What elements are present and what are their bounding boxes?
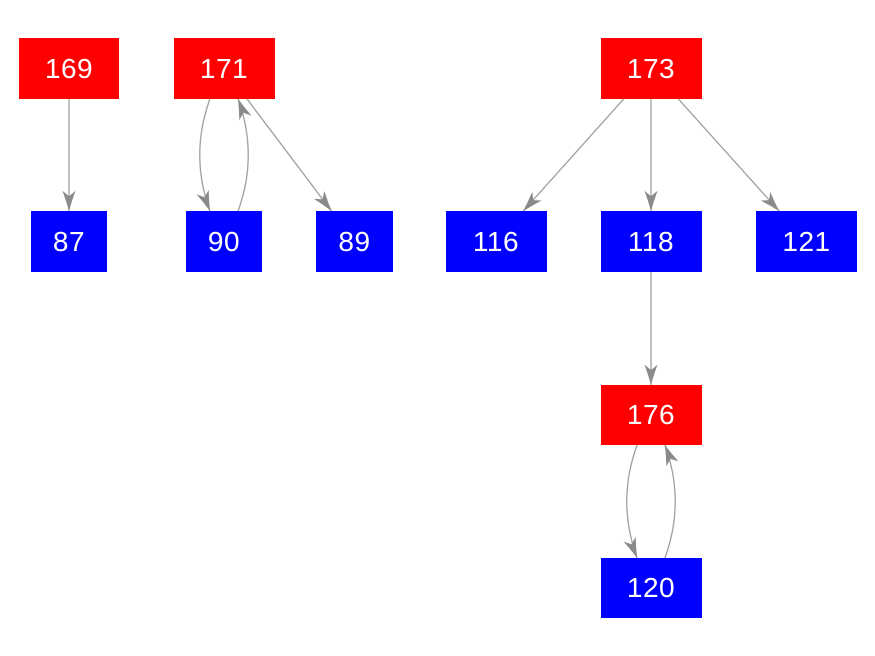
graph-node-89: 89 bbox=[316, 211, 393, 272]
node-label: 171 bbox=[199, 52, 249, 84]
graph-node-116: 116 bbox=[445, 211, 547, 272]
graph-node-176: 176 bbox=[600, 385, 702, 445]
node-label: 87 bbox=[52, 225, 86, 257]
edge-120-to-176 bbox=[664, 444, 679, 559]
edge-171-to-89 bbox=[246, 98, 333, 212]
edge-173-to-121 bbox=[677, 98, 780, 212]
edge-176-to-120 bbox=[623, 444, 638, 559]
node-label: 116 bbox=[472, 225, 520, 257]
graph-node-118: 118 bbox=[600, 211, 702, 272]
node-label: 89 bbox=[338, 225, 371, 257]
edge-171-to-90 bbox=[196, 98, 211, 212]
node-label: 120 bbox=[626, 572, 676, 603]
node-label: 121 bbox=[782, 225, 831, 257]
edge-90-to-171 bbox=[237, 98, 252, 212]
graph-node-87: 87 bbox=[31, 211, 107, 272]
edges-group bbox=[62, 98, 780, 559]
graph-node-173: 173 bbox=[600, 38, 702, 99]
node-label: 169 bbox=[44, 52, 94, 84]
node-label: 173 bbox=[626, 52, 676, 84]
graph-node-90: 90 bbox=[186, 211, 262, 272]
graph-node-120: 120 bbox=[600, 558, 702, 618]
node-label: 118 bbox=[627, 225, 675, 257]
node-label: 176 bbox=[626, 399, 676, 430]
edge-173-to-116 bbox=[522, 98, 625, 212]
node-label: 90 bbox=[207, 225, 241, 257]
graph-node-169: 169 bbox=[19, 38, 119, 99]
graph-node-121: 121 bbox=[756, 211, 857, 272]
graph-node-171: 171 bbox=[173, 38, 275, 99]
